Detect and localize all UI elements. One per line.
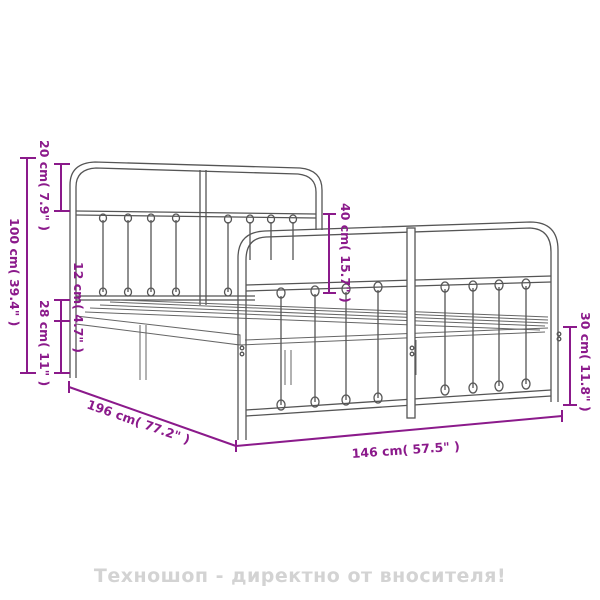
dim-under-bed-clearance: 12 cm( 4.7" ) bbox=[71, 262, 86, 353]
dim-length: 196 cm( 77.2" ) bbox=[85, 397, 192, 447]
dim-side-rail-height: 28 cm( 11" ) bbox=[37, 300, 52, 386]
dim-width: 146 cm( 57.5" ) bbox=[351, 438, 460, 461]
footboard bbox=[237, 221, 562, 440]
headboard bbox=[69, 161, 323, 378]
dim-headboard-top: 20 cm( 7.9" ) bbox=[37, 140, 52, 231]
footboard-spindles bbox=[276, 278, 531, 411]
headboard-spindles bbox=[98, 213, 298, 297]
dim-footboard-leg: 30 cm( 11.8" ) bbox=[578, 312, 593, 412]
watermark: Техношоп - директно от вносителя! bbox=[93, 565, 507, 587]
dim-total-height: 100 cm( 39.4" ) bbox=[7, 218, 22, 326]
dim-footboard-height: 40 cm( 15.7" ) bbox=[338, 203, 353, 303]
dimension-lines bbox=[20, 157, 577, 452]
bed-slats bbox=[75, 299, 549, 385]
